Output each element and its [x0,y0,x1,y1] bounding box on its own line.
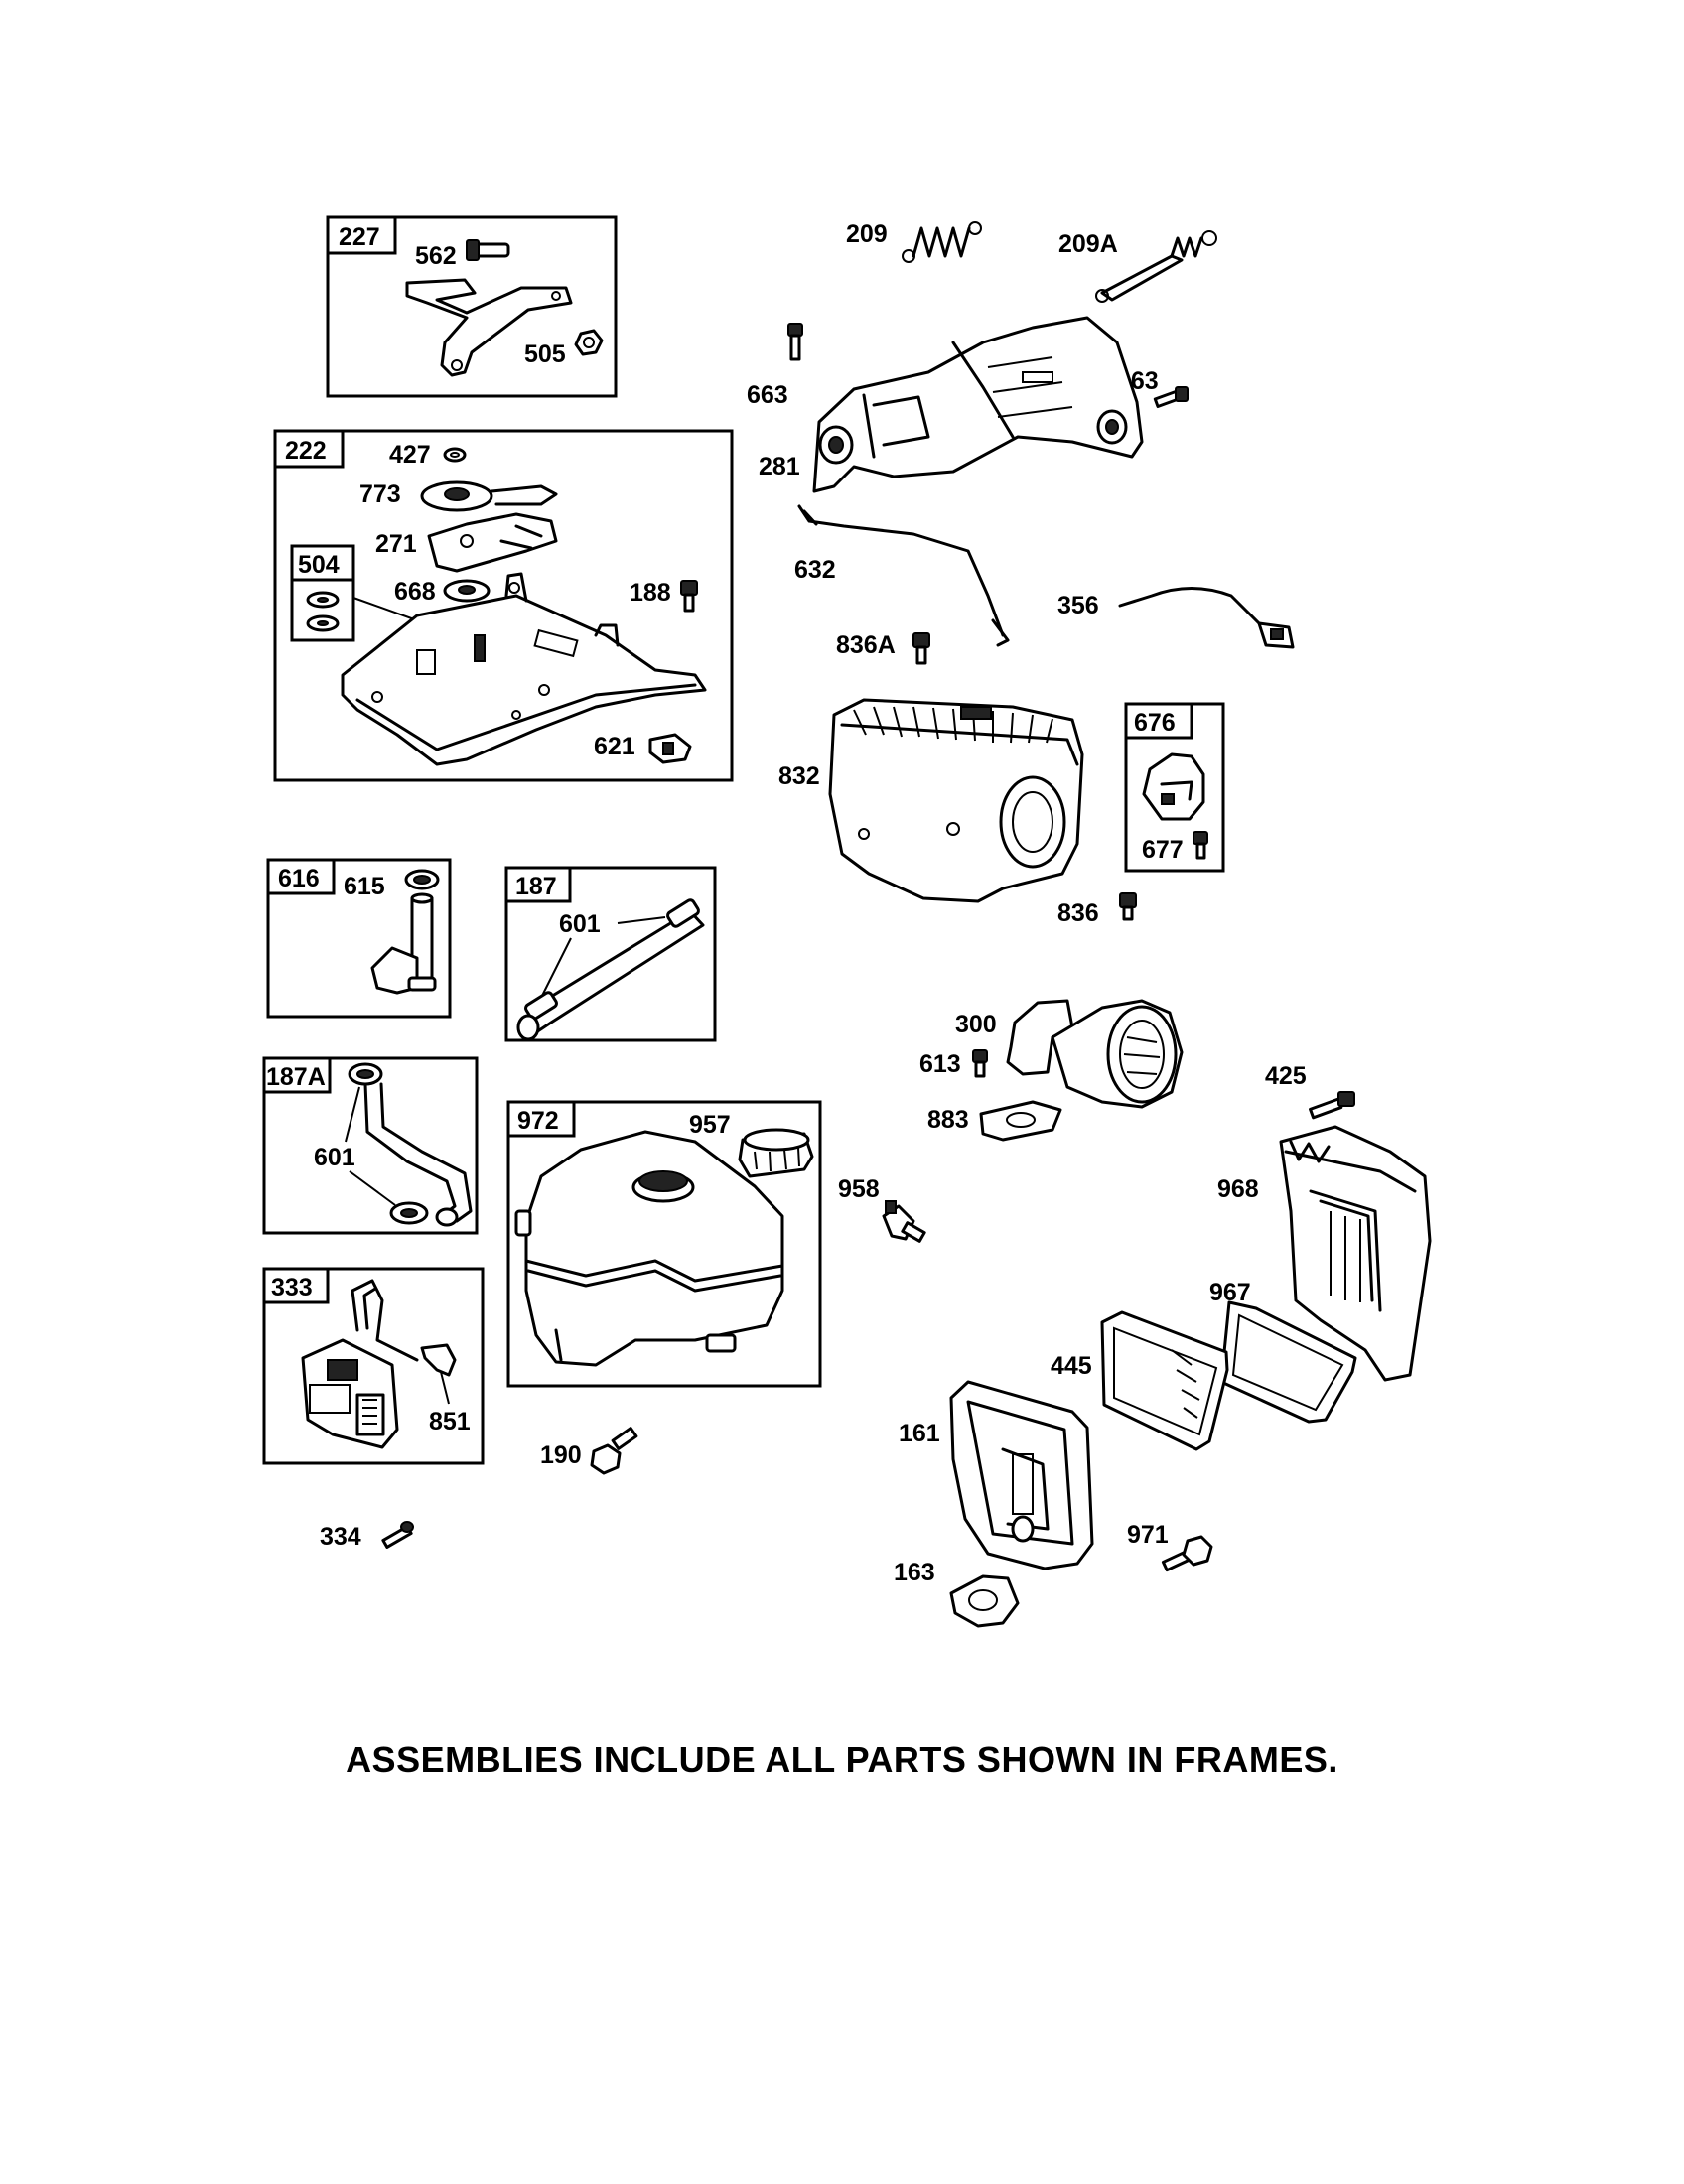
part-label-883: 883 [927,1106,969,1134]
part-445-filter [1100,1310,1229,1451]
part-562-screw [466,239,510,261]
part-label-668: 668 [394,578,436,606]
part-957-fuel-cap [738,1128,814,1178]
part-356-wire [1118,587,1295,649]
part-label-601b: 601 [314,1144,355,1171]
part-334-screw [381,1521,414,1549]
part-label-209: 209 [846,220,888,248]
part-fuel-tank [514,1130,784,1367]
part-label-427: 427 [389,441,431,469]
part-control-bracket [341,572,707,766]
part-190-bolt [590,1427,638,1475]
part-663b-screw [1153,386,1189,409]
part-676-choke-cover [1142,752,1205,821]
part-883-gasket [979,1100,1062,1142]
part-label-621: 621 [594,733,635,760]
part-label-356: 356 [1057,592,1099,619]
part-613-screw [972,1049,988,1078]
frame-tag-187a: 187A [266,1063,326,1091]
part-ignition-coil [301,1279,419,1449]
frame-tag-972: 972 [517,1107,559,1135]
frame-222: 222 427 773 271 668 188 [273,429,734,782]
part-dipstick-tube [370,892,437,995]
frame-tag-227: 227 [339,223,380,251]
part-668-washer [443,579,491,603]
part-161-base [949,1380,1094,1570]
part-209-spring [902,221,982,263]
part-163-gasket [949,1574,1020,1628]
part-label-161: 161 [899,1420,940,1447]
part-427-nut [443,447,467,463]
frame-tag-222: 222 [285,437,327,465]
frame-676: 676 677 [1124,702,1225,873]
part-label-836: 836 [1057,899,1099,927]
part-label-773: 773 [359,480,401,508]
part-836a-screw [912,632,930,665]
part-968-air-cover [1279,1125,1432,1382]
part-label-505: 505 [524,341,566,368]
part-632-link [797,504,1010,647]
part-677-screw [1193,831,1208,860]
frame-333: 333 851 [262,1267,485,1465]
part-label-188: 188 [630,579,671,607]
part-615-cap [404,869,440,890]
footer-note: ASSEMBLIES INCLUDE ALL PARTS SHOWN IN FR… [346,1739,1338,1780]
part-label-968: 968 [1217,1175,1259,1203]
part-425-bolt [1309,1091,1355,1120]
frame-tag-187: 187 [515,873,557,900]
part-label-334: 334 [320,1523,361,1551]
part-label-445: 445 [1051,1352,1092,1380]
part-label-300: 300 [955,1011,997,1038]
part-209a-spring [1095,230,1217,303]
part-throttle-lever [405,278,573,377]
frame-187a: 187A 601 [262,1056,479,1235]
part-label-271: 271 [375,530,417,558]
part-832-blower-housing [828,698,1084,903]
part-967-pre-cleaner [1219,1300,1357,1424]
part-label-615: 615 [344,873,385,900]
part-300-muffler [1006,999,1184,1109]
part-836-screw [1119,892,1137,921]
frame-tag-616: 616 [278,865,320,892]
part-281-cover [812,316,1144,493]
part-851-spark-boot [420,1343,457,1377]
part-773-washer [420,480,558,512]
frame-tag-676: 676 [1134,709,1176,737]
part-label-562: 562 [415,242,457,270]
frame-616: 616 615 [266,858,452,1019]
part-621-clip [648,733,692,764]
frame-tag-333: 333 [271,1274,313,1301]
frame-227: 227 562 505 [326,215,618,398]
part-971-screw [1161,1535,1213,1572]
part-label-425: 425 [1265,1062,1307,1090]
frame-187: 187 601 [504,866,717,1042]
part-label-971: 971 [1127,1521,1169,1549]
part-fuel-line [516,898,705,1041]
part-label-851: 851 [429,1408,471,1435]
part-label-190: 190 [540,1441,582,1469]
part-label-209a: 209A [1058,230,1118,258]
part-505-nut [574,329,604,356]
part-label-663a: 663 [747,381,788,409]
part-label-957: 957 [689,1111,731,1139]
part-188-screw [680,580,698,613]
frame-tag-504: 504 [298,551,340,579]
part-label-958: 958 [838,1175,880,1203]
part-label-613: 613 [919,1050,961,1078]
part-label-832: 832 [778,762,820,790]
part-label-836a: 836A [836,631,896,659]
part-958-valve [882,1200,926,1243]
part-label-601a: 601 [559,910,601,938]
part-label-632: 632 [794,556,836,584]
frame-504: 504 [290,544,355,642]
part-271-lever-plate [427,512,558,573]
part-label-281: 281 [759,453,800,480]
part-fuel-line-bent [348,1062,473,1227]
part-label-677: 677 [1142,836,1184,864]
part-label-163: 163 [894,1559,935,1586]
part-663a-screw [787,323,803,361]
frame-972: 972 957 [506,1100,822,1388]
